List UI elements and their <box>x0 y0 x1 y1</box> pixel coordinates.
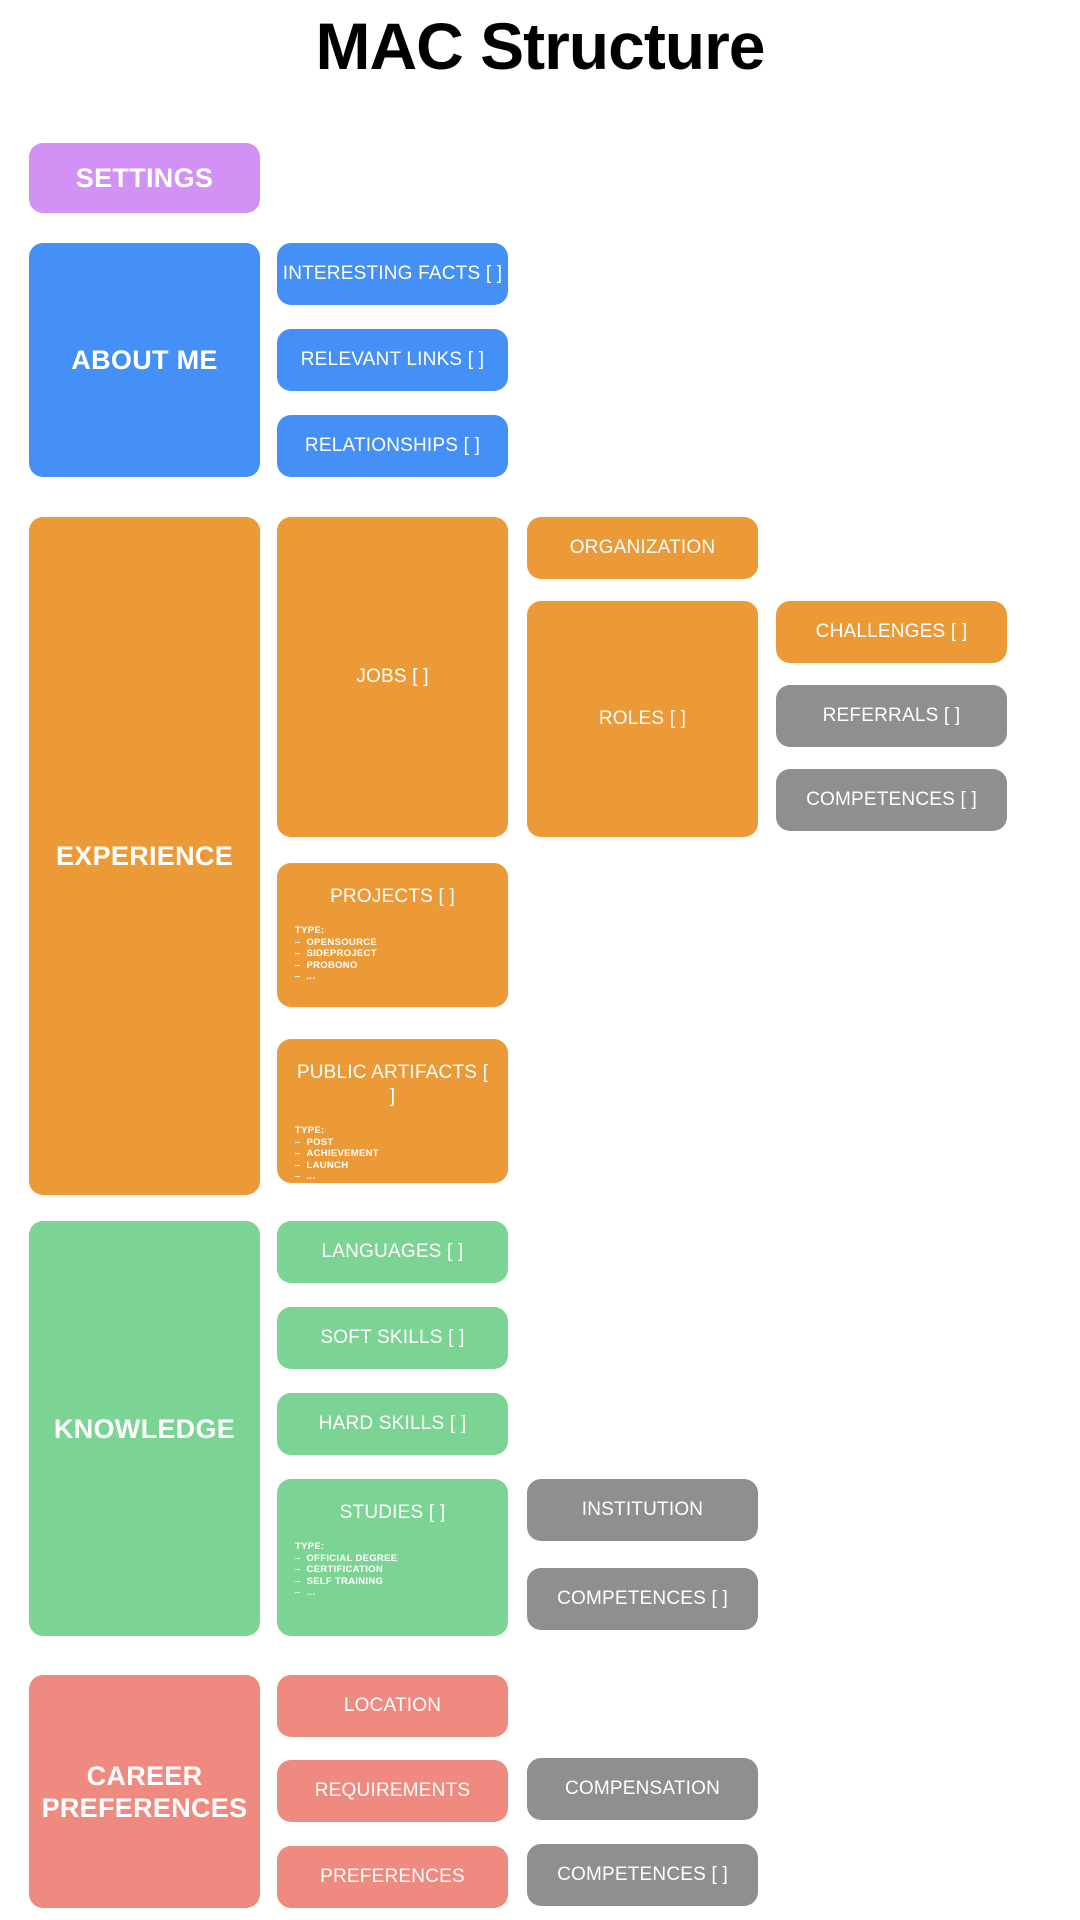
studies-type-item: OFFICIAL DEGREE <box>295 1553 490 1565</box>
card-soft-skills[interactable]: SOFT SKILLS [ ] <box>277 1307 508 1369</box>
card-settings-label: SETTINGS <box>75 163 214 193</box>
projects-type-label: TYPE: <box>295 925 325 936</box>
card-relevant-links[interactable]: RELEVANT LINKS [ ] <box>277 329 508 391</box>
card-knowledge-label: KNOWLEDGE <box>53 1413 236 1444</box>
card-public-artifacts-label: PUBLIC ARTIFACTS [ ] <box>296 1062 489 1107</box>
card-roles-label: ROLES [ ] <box>598 708 687 729</box>
public-artifacts-type-item: ACHIEVEMENT <box>295 1148 490 1160</box>
card-knowledge[interactable]: KNOWLEDGE <box>29 1221 260 1636</box>
card-requirements[interactable]: REQUIREMENTS <box>277 1760 508 1822</box>
card-relationships[interactable]: RELATIONSHIPS [ ] <box>277 415 508 477</box>
studies-type-item: CERTIFICATION <box>295 1564 490 1576</box>
card-compensation[interactable]: COMPENSATION <box>527 1758 758 1820</box>
card-hard-skills[interactable]: HARD SKILLS [ ] <box>277 1393 508 1455</box>
studies-type-label: TYPE: <box>295 1541 325 1552</box>
card-projects[interactable]: PROJECTS [ ] TYPE: OPENSOURCE SIDEPROJEC… <box>277 863 508 1007</box>
card-career-preferences[interactable]: CAREER PREFERENCES <box>29 1675 260 1908</box>
card-studies-label: STUDIES [ ] <box>339 1502 446 1523</box>
public-artifacts-type-list: TYPE: POST ACHIEVEMENT LAUNCH ... <box>295 1125 490 1183</box>
card-interesting-facts[interactable]: INTERESTING FACTS [ ] <box>277 243 508 305</box>
projects-type-list: TYPE: OPENSOURCE SIDEPROJECT PROBONO ... <box>295 925 490 983</box>
public-artifacts-type-item: LAUNCH <box>295 1160 490 1172</box>
card-experience-competences[interactable]: COMPETENCES [ ] <box>776 769 1007 831</box>
card-about-me[interactable]: ABOUT ME <box>29 243 260 477</box>
card-career-competences-label: COMPETENCES [ ] <box>557 1864 728 1885</box>
projects-type-item: SIDEPROJECT <box>295 948 490 960</box>
card-compensation-label: COMPENSATION <box>564 1778 721 1799</box>
card-location[interactable]: LOCATION <box>277 1675 508 1737</box>
card-preferences[interactable]: PREFERENCES <box>277 1846 508 1908</box>
card-referrals-label: REFERRALS [ ] <box>822 705 961 726</box>
projects-type-item: ... <box>295 971 490 983</box>
card-referrals[interactable]: REFERRALS [ ] <box>776 685 1007 747</box>
card-languages[interactable]: LANGUAGES [ ] <box>277 1221 508 1283</box>
card-requirements-label: REQUIREMENTS <box>314 1780 471 1801</box>
card-career-preferences-label-line1: CAREER <box>86 1760 203 1791</box>
card-studies[interactable]: STUDIES [ ] TYPE: OFFICIAL DEGREE CERTIF… <box>277 1479 508 1636</box>
card-jobs[interactable]: JOBS [ ] <box>277 517 508 837</box>
card-organization[interactable]: ORGANIZATION <box>527 517 758 579</box>
page-title: MAC Structure <box>315 9 765 83</box>
card-relevant-links-label: RELEVANT LINKS [ ] <box>300 349 485 370</box>
card-career-preferences-label-line2: PREFERENCES <box>41 1792 248 1823</box>
card-about-me-label: ABOUT ME <box>71 345 218 375</box>
public-artifacts-type-label: TYPE: <box>295 1125 325 1136</box>
card-institution-label: INSTITUTION <box>581 1499 704 1520</box>
card-relationships-label: RELATIONSHIPS [ ] <box>304 435 481 456</box>
studies-type-item: SELF TRAINING <box>295 1576 490 1588</box>
card-jobs-label: JOBS [ ] <box>356 666 429 687</box>
public-artifacts-type-item: ... <box>295 1171 490 1183</box>
card-preferences-label: PREFERENCES <box>320 1866 465 1887</box>
card-experience-label: EXPERIENCE <box>55 841 234 871</box>
card-challenges-label: CHALLENGES [ ] <box>815 621 968 642</box>
card-location-label: LOCATION <box>343 1695 442 1716</box>
studies-type-item: ... <box>295 1587 490 1599</box>
card-roles[interactable]: ROLES [ ] <box>527 601 758 837</box>
studies-type-list: TYPE: OFFICIAL DEGREE CERTIFICATION SELF… <box>295 1541 490 1599</box>
card-soft-skills-label: SOFT SKILLS [ ] <box>320 1327 465 1348</box>
card-experience[interactable]: EXPERIENCE <box>29 517 260 1195</box>
card-challenges[interactable]: CHALLENGES [ ] <box>776 601 1007 663</box>
card-hard-skills-label: HARD SKILLS [ ] <box>318 1413 467 1434</box>
card-experience-competences-label: COMPETENCES [ ] <box>806 789 977 810</box>
public-artifacts-type-item: POST <box>295 1137 490 1149</box>
card-settings[interactable]: SETTINGS <box>29 143 260 213</box>
card-languages-label: LANGUAGES [ ] <box>321 1241 464 1262</box>
card-institution[interactable]: INSTITUTION <box>527 1479 758 1541</box>
card-career-competences[interactable]: COMPETENCES [ ] <box>527 1844 758 1906</box>
projects-type-item: OPENSOURCE <box>295 937 490 949</box>
card-knowledge-competences-label: COMPETENCES [ ] <box>557 1588 728 1609</box>
projects-type-item: PROBONO <box>295 960 490 972</box>
card-interesting-facts-label: INTERESTING FACTS [ ] <box>282 263 503 284</box>
card-projects-label: PROJECTS [ ] <box>330 886 455 907</box>
card-public-artifacts[interactable]: PUBLIC ARTIFACTS [ ] TYPE: POST ACHIEVEM… <box>277 1039 508 1183</box>
card-knowledge-competences[interactable]: COMPETENCES [ ] <box>527 1568 758 1630</box>
card-organization-label: ORGANIZATION <box>569 537 716 558</box>
